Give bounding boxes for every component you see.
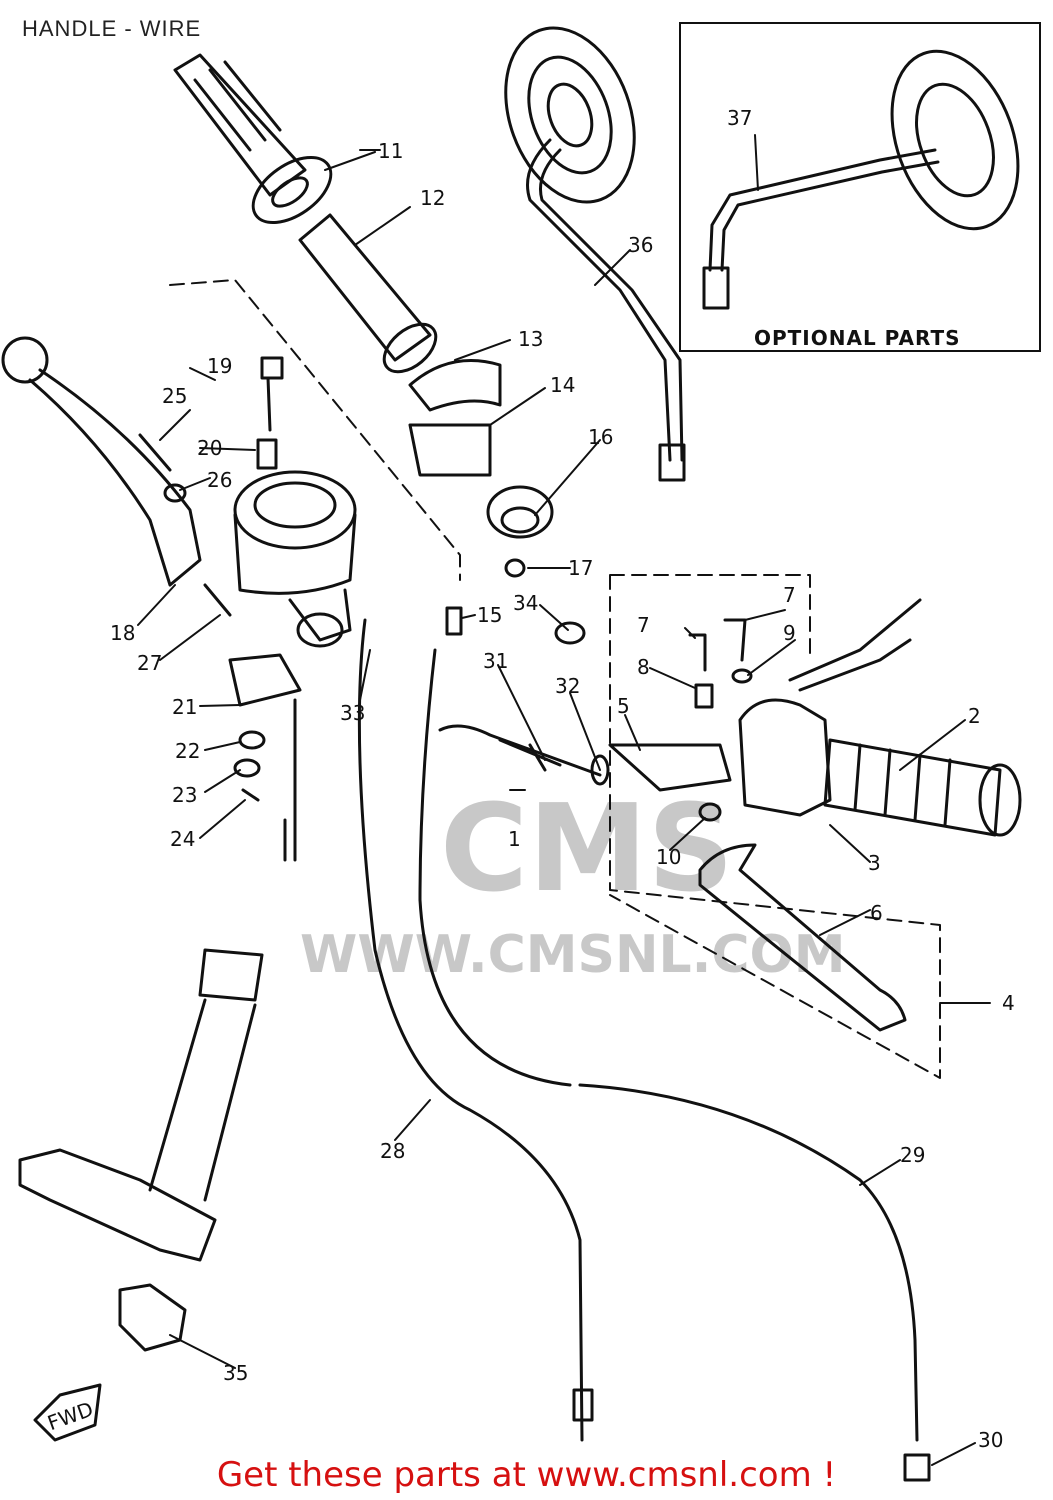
- callout-16: 16: [588, 425, 613, 449]
- collar-hole: [500, 506, 540, 534]
- callout-9: 9: [783, 621, 796, 645]
- callout-14: 14: [550, 373, 575, 397]
- callout-24: 24: [170, 827, 195, 851]
- callout-12: 12: [420, 186, 445, 210]
- throttle-housing-upper: [408, 359, 502, 412]
- callout-27: 27: [137, 651, 162, 675]
- switch-wire: [283, 698, 297, 862]
- group-bracket-left: [169, 279, 461, 581]
- switch-21: [228, 653, 302, 707]
- callout-21: 21: [172, 695, 197, 719]
- callout-8: 8: [637, 655, 650, 679]
- callout-26: 26: [207, 468, 232, 492]
- callout-10: 10: [656, 845, 681, 869]
- callout-30: 30: [978, 1428, 1003, 1452]
- switch-wiring: [788, 598, 922, 692]
- callout-15: 15: [477, 603, 502, 627]
- left-grip: [173, 53, 333, 225]
- throttle-housing-lower: [408, 423, 492, 477]
- callout-18: 18: [110, 621, 135, 645]
- callout-2: 2: [968, 704, 981, 728]
- callout-22: 22: [175, 739, 200, 763]
- callout-32: 32: [555, 674, 580, 698]
- left-mirror: [504, 26, 686, 482]
- screw-17: [504, 558, 526, 578]
- callout-1: 1: [508, 827, 521, 851]
- callout-5: 5: [617, 694, 630, 718]
- steering-stem: [18, 948, 264, 1352]
- callout-29: 29: [900, 1143, 925, 1167]
- callout-19: 19: [207, 354, 232, 378]
- group-bracket-right: [609, 574, 941, 1079]
- callout-7a: 7: [637, 613, 650, 637]
- bolt-15: [445, 606, 463, 636]
- callout-33: 33: [340, 701, 365, 725]
- cable-33: [357, 618, 584, 1442]
- footer-link[interactable]: Get these parts at www.cmsnl.com !: [216, 1455, 837, 1495]
- callout-25: 25: [162, 384, 187, 408]
- cable-28: [418, 648, 572, 1087]
- pin-24: [241, 788, 260, 802]
- optional-parts-box: [679, 22, 1041, 352]
- washer-9: [731, 668, 753, 684]
- throttle-tube: [298, 213, 438, 374]
- bolt-19: [260, 356, 284, 432]
- bolt-7a: [688, 633, 707, 672]
- washer-22: [238, 730, 266, 750]
- nut-32: [590, 754, 610, 786]
- nut-26: [163, 483, 187, 503]
- callout-13: 13: [518, 327, 543, 351]
- right-grip: [823, 738, 1022, 837]
- callout-11: 11: [378, 139, 403, 163]
- right-switch-housing: [738, 698, 832, 817]
- watermark-brand: CMS: [440, 780, 734, 919]
- spacer-20: [256, 438, 278, 470]
- left-lever: [1, 336, 202, 587]
- page-title: HANDLE - WIRE: [22, 16, 202, 41]
- callout-28: 28: [380, 1139, 405, 1163]
- adjuster-31: [498, 738, 562, 772]
- bolt-7b: [723, 618, 747, 662]
- master-cylinder: [233, 470, 357, 648]
- callout-36: 36: [628, 233, 653, 257]
- lever-6: [698, 843, 907, 1032]
- callout-31: 31: [483, 649, 508, 673]
- cable-29: [578, 1083, 919, 1442]
- optional-mirror: [702, 49, 1020, 310]
- spacer-8: [694, 683, 714, 709]
- callout-labels: 1 2 3 4 5 6 7 7 8 9 10 11 12 13 14 15 16…: [44, 106, 1014, 1452]
- cap-34: [554, 621, 586, 645]
- optional-parts-label: OPTIONAL PARTS: [754, 326, 961, 350]
- callout-34: 34: [513, 591, 538, 615]
- leader-lines: [137, 134, 991, 1466]
- callout-35: 35: [223, 1361, 248, 1385]
- bolt-25: [138, 433, 172, 472]
- cable-end-30: [903, 1453, 931, 1482]
- callout-37: 37: [727, 106, 752, 130]
- lever-bracket-5: [608, 743, 732, 792]
- callout-7b: 7: [783, 583, 796, 607]
- callout-4: 4: [1002, 991, 1015, 1015]
- spring-27: [203, 583, 232, 617]
- washer-23: [233, 758, 261, 778]
- callout-20: 20: [197, 436, 222, 460]
- cable-end-28: [572, 1388, 594, 1422]
- collar: [486, 485, 554, 539]
- cable-1: [438, 724, 602, 777]
- callout-23: 23: [172, 783, 197, 807]
- callout-3: 3: [868, 851, 881, 875]
- fwd-arrow: [33, 1383, 102, 1442]
- nut-10: [698, 802, 722, 822]
- callout-17: 17: [568, 556, 593, 580]
- callout-6: 6: [870, 901, 883, 925]
